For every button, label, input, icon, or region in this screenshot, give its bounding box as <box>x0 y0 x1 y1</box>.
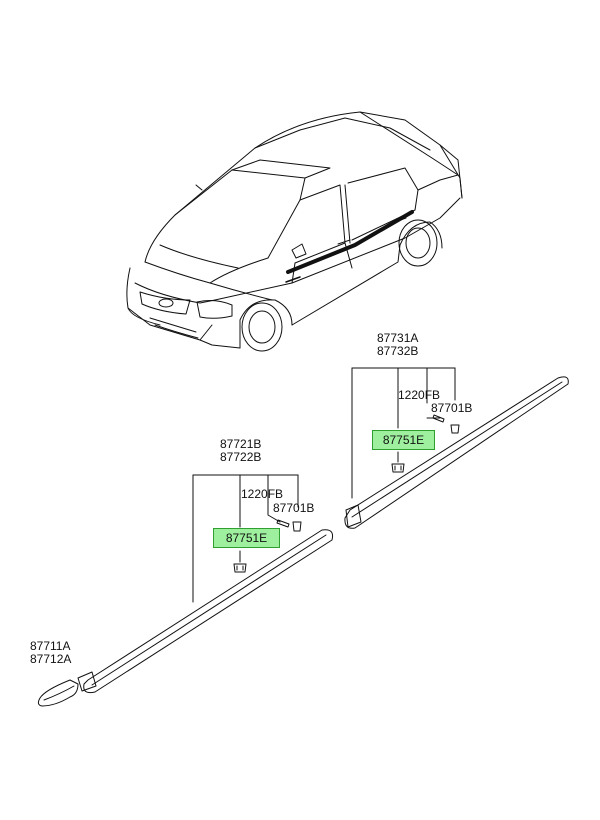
label-rear-retainer: 87701B <box>431 401 473 415</box>
front-leader-lines <box>192 474 299 603</box>
front-door-molding <box>77 529 333 694</box>
front-end-piece <box>37 679 79 707</box>
rear-door-molding <box>344 376 569 529</box>
rear-leader-lines <box>351 367 456 499</box>
label-rear-group-a: 87731A <box>377 331 419 345</box>
label-end-piece-a: 87711A <box>30 639 71 653</box>
highlight-fill-front <box>213 528 280 548</box>
label-front-group-a: 87721B <box>220 437 262 451</box>
highlight-fill-rear <box>372 430 435 450</box>
rear-fasteners <box>391 414 460 473</box>
front-fasteners <box>233 519 302 573</box>
label-front-clip-group: 1220FB <box>241 487 284 501</box>
part-link-rear-87751E[interactable]: 87751E <box>372 430 435 450</box>
label-end-piece-b: 87712A <box>30 652 72 666</box>
label-rear-group-b: 87732B <box>377 344 419 358</box>
part-link-front-87751E[interactable]: 87751E <box>213 528 280 548</box>
label-front-group-b: 87722B <box>220 450 262 464</box>
car-illustration <box>126 111 463 352</box>
label-front-retainer: 87701B <box>273 501 315 515</box>
label-rear-clip-group: 1220FB <box>398 388 441 402</box>
